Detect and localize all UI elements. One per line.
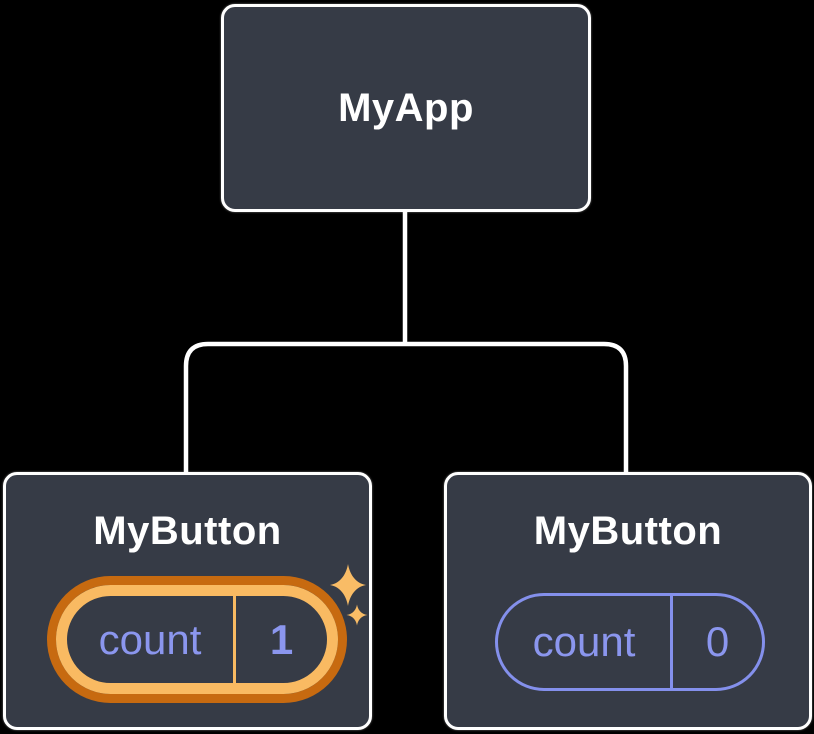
state-pill: count 0 [495,593,765,691]
state-value: 1 [233,596,327,683]
node-mybutton-left-label: MyButton [93,509,282,553]
state-value: 0 [670,596,762,688]
node-myapp: MyApp [221,4,591,212]
state-pill-highlighted: count 1 [56,585,338,694]
state-key-label: count [98,615,202,663]
node-mybutton-right-label: MyButton [533,509,723,553]
state-key-label: count [532,618,636,665]
node-myapp-label: MyApp [338,85,474,130]
node-mybutton-right: MyButton count 0 [444,472,812,730]
node-mybutton-left: MyButton count 1 [3,472,372,730]
sparkles-icon [330,564,368,626]
